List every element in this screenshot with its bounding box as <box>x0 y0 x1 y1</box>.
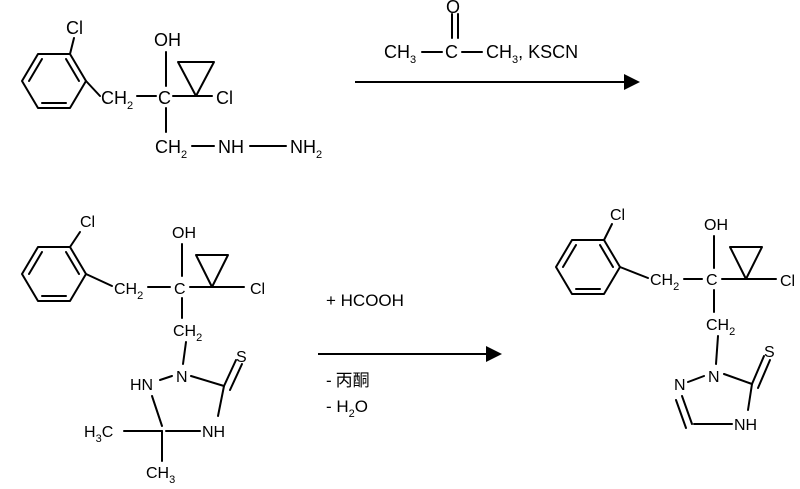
arrow-head <box>486 346 502 362</box>
bond <box>687 375 705 383</box>
benzene-ring <box>555 239 621 295</box>
reagent-ch3-right: CH3, KSCN <box>486 42 578 66</box>
atom-oh: OH <box>154 30 181 50</box>
bond <box>159 375 173 381</box>
bond <box>190 375 225 387</box>
atom-cl-cyclo: Cl <box>216 88 233 108</box>
atom-c-quaternary: C <box>706 272 718 289</box>
bond <box>603 223 613 241</box>
atom-cl-cyclo: Cl <box>780 273 795 290</box>
atom-cl-aryl: Cl <box>610 207 625 224</box>
bond <box>619 266 649 279</box>
molecule-3: Cl CH2 C OH Cl CH2 N N S NH <box>555 207 795 434</box>
bond <box>85 273 113 287</box>
arrow-head <box>624 74 640 90</box>
atom-s: S <box>236 349 247 366</box>
reaction-arrow-1: O CH3 C CH3, KSCN <box>355 0 640 90</box>
aromatic-bond <box>562 244 577 268</box>
cyclopropane-ring <box>177 61 215 97</box>
atom-c-quaternary: C <box>174 281 186 298</box>
bond <box>757 359 771 389</box>
atom-h3c: H3C <box>84 424 113 445</box>
bond <box>69 37 75 55</box>
atom-ch2: CH2 <box>155 137 187 161</box>
molecule-2: Cl CH2 C OH Cl CH2 N HN S NH H3C CH3 <box>21 214 265 486</box>
bond <box>747 383 753 411</box>
byproduct-minus-water: - H2O <box>326 397 368 420</box>
bond <box>85 80 101 97</box>
bond <box>69 231 81 248</box>
benzene-ring <box>21 246 87 302</box>
atom-o-ketone: O <box>446 0 460 17</box>
atom-ch3: CH3 <box>146 465 175 486</box>
atom-cl-aryl: Cl <box>66 18 83 38</box>
atom-ch2: CH2 <box>114 281 143 302</box>
bond <box>217 385 225 417</box>
bond <box>151 395 163 427</box>
reagent-c-carbonyl: C <box>445 42 458 62</box>
bond <box>751 355 765 385</box>
atom-hn-ring: HN <box>130 377 153 394</box>
molecule-1: Cl CH2 C OH Cl CH2 NH NH2 <box>21 18 322 161</box>
reagent-plus-hcooh: + HCOOH <box>326 291 404 310</box>
reagent-ch3-left: CH3 <box>384 42 416 66</box>
atom-cl-cyclo: Cl <box>250 281 265 298</box>
cyclopropane-ring <box>729 246 763 280</box>
cyclopropane-ring <box>195 254 229 288</box>
atom-nh-ring: NH <box>734 417 757 434</box>
atom-c-quaternary: C <box>158 88 171 108</box>
benzene-ring <box>21 53 87 109</box>
atom-ch2: CH2 <box>101 88 133 112</box>
atom-nh: NH <box>218 137 244 157</box>
bond <box>681 395 693 425</box>
atom-ch2: CH2 <box>706 317 735 338</box>
atom-nh2: NH2 <box>290 137 322 161</box>
atom-oh: OH <box>704 217 728 234</box>
bond <box>223 359 237 387</box>
bond <box>723 373 753 385</box>
bond <box>675 399 687 429</box>
aromatic-bond <box>599 244 614 268</box>
atom-nh-ring: NH <box>202 424 225 441</box>
aromatic-bond <box>65 251 80 275</box>
atom-ch2: CH2 <box>650 272 679 293</box>
aromatic-bond <box>65 58 80 82</box>
atom-n-ring: N <box>176 369 188 386</box>
atom-ch2: CH2 <box>173 323 202 344</box>
bond <box>182 341 187 365</box>
atom-s: S <box>764 344 775 361</box>
atom-n-ring: N <box>708 369 720 386</box>
aromatic-bond <box>28 58 43 82</box>
atom-n-ring: N <box>674 377 686 394</box>
bond <box>715 335 719 365</box>
atom-oh: OH <box>172 225 196 242</box>
aromatic-bond <box>28 251 43 275</box>
byproduct-minus-acetone: -丙酮 <box>326 371 370 391</box>
reaction-arrow-2: + HCOOH -丙酮 - H2O <box>318 291 502 420</box>
atom-cl-aryl: Cl <box>80 214 95 231</box>
bond <box>229 363 243 391</box>
